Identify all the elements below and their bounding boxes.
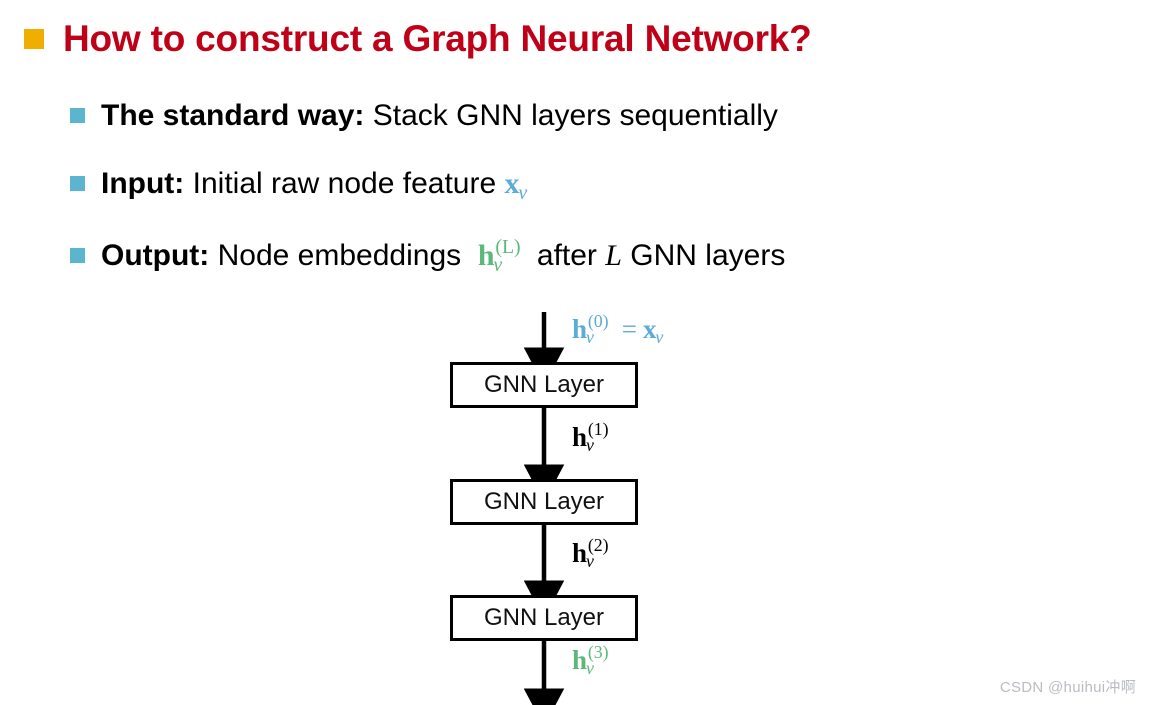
bullet-output-lead: Output: (101, 239, 210, 272)
bullet-input: Input: Initial raw node feature xv (70, 167, 528, 204)
bullet-input-text: Input: Initial raw node feature xv (101, 167, 528, 204)
bullet-standard-way-rest: Stack GNN layers sequentially (372, 99, 778, 132)
sub-bullet-icon (70, 248, 85, 264)
bullet-standard-way-lead: The standard way: (101, 99, 365, 132)
page-title: How to construct a Graph Neural Network? (63, 18, 812, 59)
bullet-output-tail-italic: L (605, 239, 622, 272)
math-h-v-3: hv(3) (572, 641, 609, 678)
math-x-v: xv (504, 167, 528, 204)
bullet-output: Output: Node embeddings hv(L) after L GN… (70, 235, 786, 276)
bullet-output-text: Output: Node embeddings hv(L) after L GN… (101, 235, 786, 276)
bullet-output-rest: Node embeddings (217, 239, 462, 272)
sub-bullet-icon (70, 108, 85, 124)
bullet-input-rest: Initial raw node feature (192, 167, 497, 200)
math-h-v-1: hv(1) (572, 418, 609, 455)
diagram-label-h1: hv(1) (572, 418, 616, 455)
gnn-layer-box[interactable]: GNN Layer (450, 479, 638, 525)
title-bullet-icon (24, 29, 44, 49)
bullet-standard-way-text: The standard way: Stack GNN layers seque… (101, 100, 778, 132)
gnn-layer-box[interactable]: GNN Layer (450, 595, 638, 641)
bullet-input-lead: Input: (101, 167, 185, 200)
math-h-v-2: hv(2) (572, 534, 609, 571)
diagram-label-h0: hv(0)=xv (572, 310, 664, 347)
math-h-v-0: hv(0)=xv (572, 310, 664, 347)
diagram-label-h3: hv(3) (572, 641, 616, 678)
gnn-layer-box[interactable]: GNN Layer (450, 362, 638, 408)
bullet-output-tail-before: after (536, 239, 597, 272)
diagram-label-h2: hv(2) (572, 534, 616, 571)
math-h-v-L: hv(L) (477, 235, 521, 276)
slide-title-row: How to construct a Graph Neural Network? (24, 18, 812, 60)
watermark-text: CSDN @huihui冲啊 (999, 679, 1136, 696)
sub-bullet-icon (70, 176, 85, 192)
bullet-standard-way: The standard way: Stack GNN layers seque… (70, 100, 778, 132)
bullet-output-tail-after: GNN layers (630, 239, 786, 272)
